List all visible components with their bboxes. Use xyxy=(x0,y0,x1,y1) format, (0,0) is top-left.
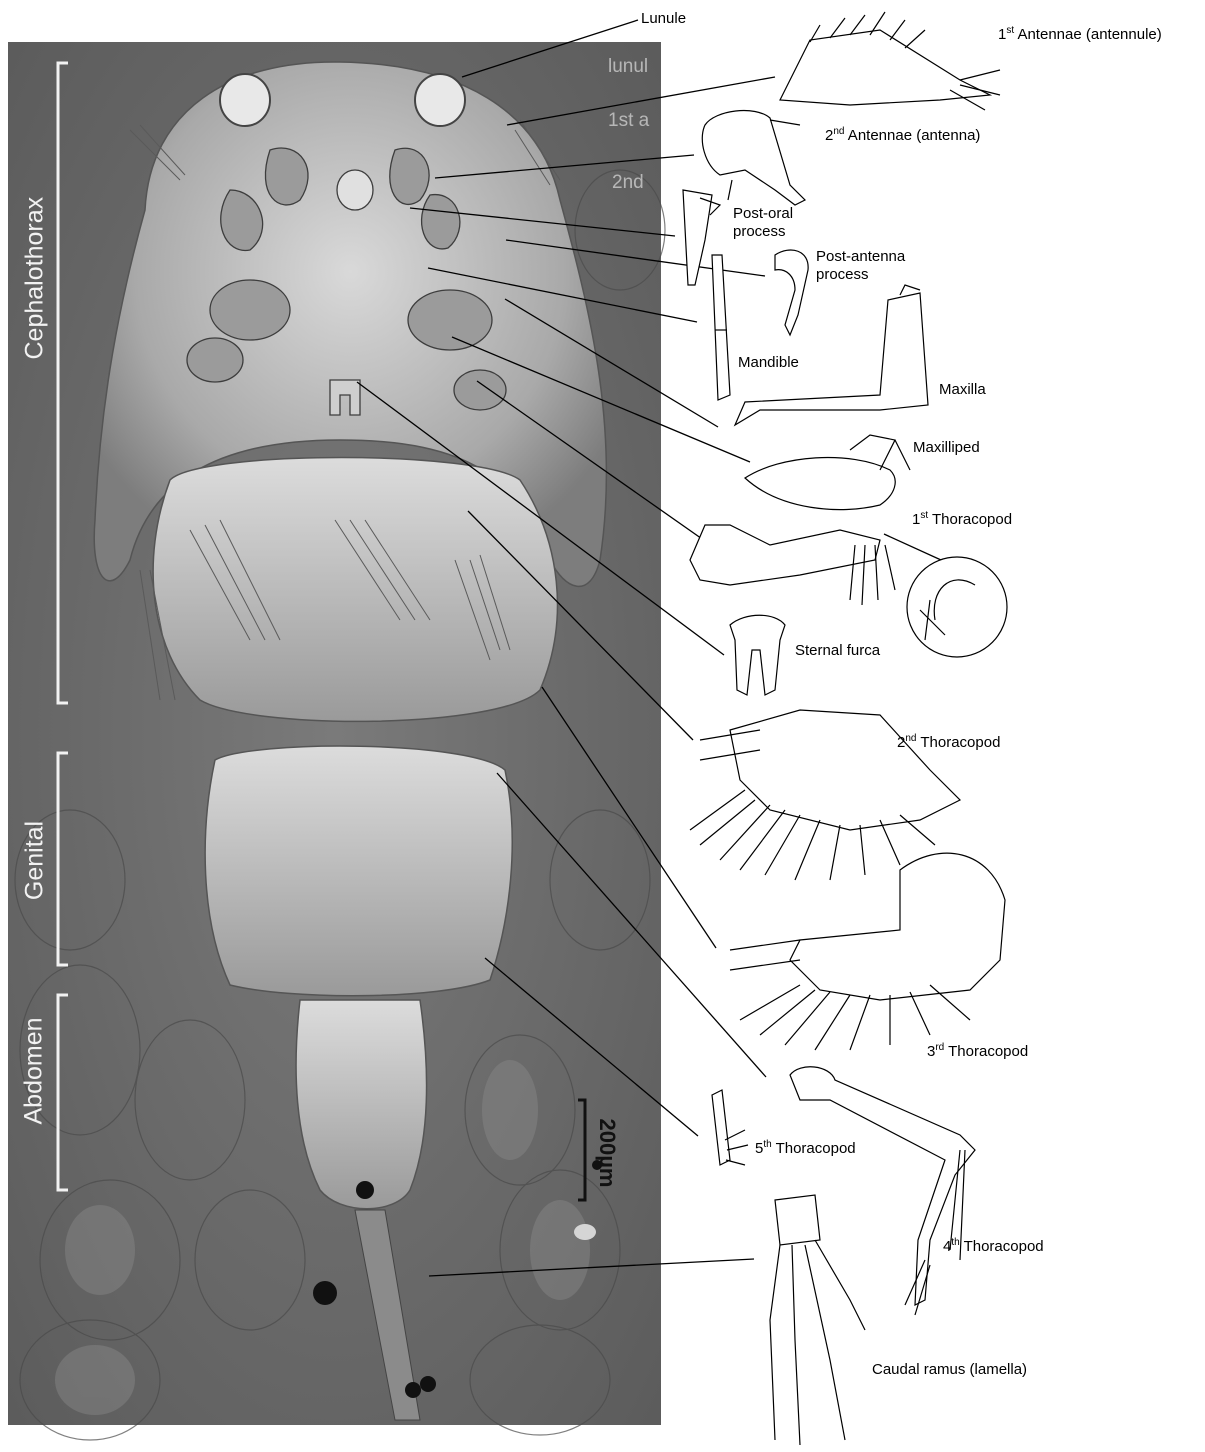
label-maxilla: Maxilla xyxy=(939,381,986,399)
label-maxilliped: Maxilliped xyxy=(913,439,980,457)
label-second-antennae: 2nd Antennae (antenna) xyxy=(825,127,980,145)
label-thoracopod-4: 4th Thoracopod xyxy=(943,1238,1044,1256)
label-sternal-furca: Sternal furca xyxy=(795,642,880,660)
label-thoracopod-1: 1st Thoracopod xyxy=(912,511,1012,529)
antenna-drawing xyxy=(702,111,805,205)
scale-bar-label: 200µm xyxy=(594,1108,620,1198)
post-antenna-process-drawing xyxy=(775,250,808,335)
caudal-ramus-drawing xyxy=(770,1195,865,1445)
maxilliped-drawing xyxy=(745,435,910,510)
photo-label-lunule: lunul xyxy=(608,56,648,78)
label-mandible: Mandible xyxy=(738,354,799,372)
thoracopod-3-drawing xyxy=(730,853,1005,1050)
mandible-drawing xyxy=(712,255,730,400)
region-cephalothorax: Cephalothorax xyxy=(21,210,50,360)
appendage-drawings xyxy=(683,12,1007,1445)
antennule-drawing xyxy=(780,12,1000,110)
photo-label-second-antenna: 2nd xyxy=(612,172,644,194)
sternal-furca-drawing xyxy=(730,615,785,695)
thoracopod-5-drawing xyxy=(712,1090,748,1165)
region-genital: Genital xyxy=(21,816,50,906)
label-first-antennae: 1st Antennae (antennule) xyxy=(998,26,1162,44)
label-thoracopod-3: 3rd Thoracopod xyxy=(927,1043,1028,1061)
label-post-oral-process: Post-oral process xyxy=(733,205,793,241)
thoracopod-4-drawing xyxy=(790,1067,975,1315)
photo-label-first-antenna: 1st a xyxy=(608,110,649,132)
label-lunule: Lunule xyxy=(641,10,686,28)
label-thoracopod-2: 2nd Thoracopod xyxy=(897,734,1000,752)
label-caudal-ramus: Caudal ramus (lamella) xyxy=(872,1361,1027,1379)
label-thoracopod-5: 5th Thoracopod xyxy=(755,1140,856,1158)
label-post-antenna-process: Post-antenna process xyxy=(816,248,905,284)
region-abdomen: Abdomen xyxy=(20,1025,49,1125)
